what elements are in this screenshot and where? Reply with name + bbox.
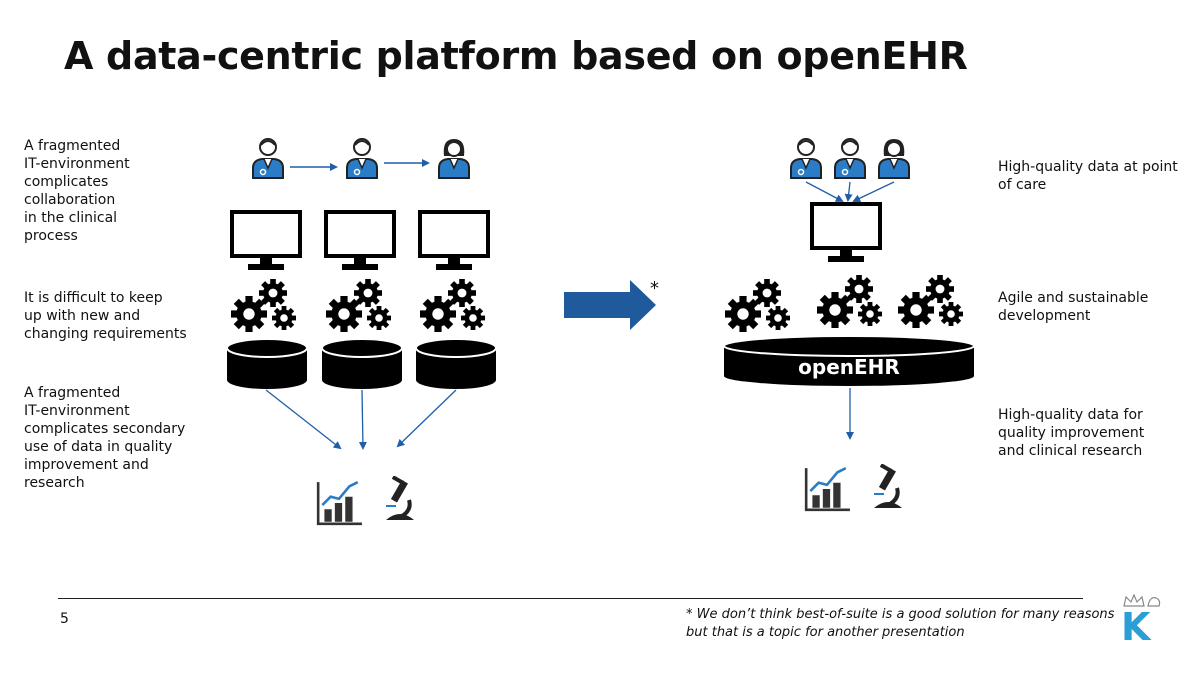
left-note-collaboration: A fragmented IT-environment complicates … (24, 137, 130, 245)
gears-icon (898, 275, 963, 328)
bar-chart-icon (316, 480, 364, 526)
data-flow-arrow (358, 389, 367, 450)
doctor-icon (438, 138, 470, 179)
arrow-right-icon (564, 280, 656, 330)
monitor-icon (810, 202, 882, 264)
slide-title: A data-centric platform based on openEHR (64, 34, 968, 78)
doctor-icon (252, 138, 284, 179)
note-line: in the clinical (24, 210, 118, 226)
database-icon (226, 338, 308, 390)
database-icon (321, 338, 403, 390)
note-line: of care (998, 177, 1047, 193)
note-line: complicates (24, 174, 109, 190)
data-flow-arrow (265, 389, 342, 450)
right-note-quality: High-quality data for quality improvemen… (998, 406, 1144, 460)
left-note-requirements: It is difficult to keep up with new and … (24, 289, 187, 343)
gears-icon (817, 275, 882, 328)
note-line: and clinical research (998, 443, 1143, 459)
gears-icon (231, 279, 296, 332)
note-line: High-quality data at point (998, 159, 1178, 175)
monitor-icon (230, 210, 302, 272)
data-flow-arrow (805, 181, 844, 202)
note-line: High-quality data for (998, 407, 1143, 423)
note-line: IT-environment (24, 403, 130, 419)
note-line: A fragmented (24, 138, 121, 154)
doctor-icon (834, 138, 866, 179)
note-line: quality improvement (998, 425, 1145, 441)
note-line: It is difficult to keep (24, 290, 163, 306)
footnote: * We don’t think best-of-suite is a good… (686, 606, 1114, 642)
note-line: process (24, 228, 78, 244)
diagram: * openEHR (226, 138, 975, 526)
doctor-icon (878, 138, 910, 179)
footnote-line: * We don’t think best-of-suite is a good… (686, 607, 1115, 622)
monitor-icon (418, 210, 490, 272)
footnote-line: but that is a topic for another presenta… (686, 625, 965, 640)
right-note-agile: Agile and sustainable development (998, 289, 1148, 325)
microscope-icon (872, 464, 904, 510)
note-line: improvement and (24, 457, 149, 473)
data-flow-arrow (844, 181, 853, 202)
gears-icon (420, 279, 485, 332)
note-line: A fragmented (24, 385, 121, 401)
note-line: Agile and sustainable (998, 290, 1149, 306)
openehr-label: openEHR (798, 355, 900, 379)
bar-chart-icon (804, 466, 852, 512)
openehr-database: openEHR (723, 335, 975, 386)
arrow-asterisk: * (650, 278, 659, 299)
footer-divider (58, 598, 1083, 599)
note-line: complicates secondary (24, 421, 186, 437)
monitor-icon (324, 210, 396, 272)
left-note-secondary-use: A fragmented IT-environment complicates … (24, 384, 185, 492)
right-note-point-of-care: High-quality data at point of care (998, 158, 1178, 194)
logo: K (1121, 605, 1151, 649)
doctor-icon (346, 138, 378, 179)
note-line: development (998, 308, 1091, 324)
data-flow-arrow (396, 389, 457, 448)
data-flow-arrow (852, 181, 895, 203)
note-line: research (24, 475, 85, 491)
note-line: collaboration (24, 192, 116, 208)
note-line: up with new and (24, 308, 141, 324)
page-number: 5 (60, 611, 69, 627)
note-line: IT-environment (24, 156, 130, 172)
microscope-icon (384, 476, 416, 522)
database-icon (415, 338, 497, 390)
gears-icon (725, 279, 790, 332)
doctor-icon (790, 138, 822, 179)
gears-icon (326, 279, 391, 332)
note-line: use of data in quality (24, 439, 173, 455)
note-line: changing requirements (24, 326, 187, 342)
crown-icon (1123, 593, 1161, 607)
